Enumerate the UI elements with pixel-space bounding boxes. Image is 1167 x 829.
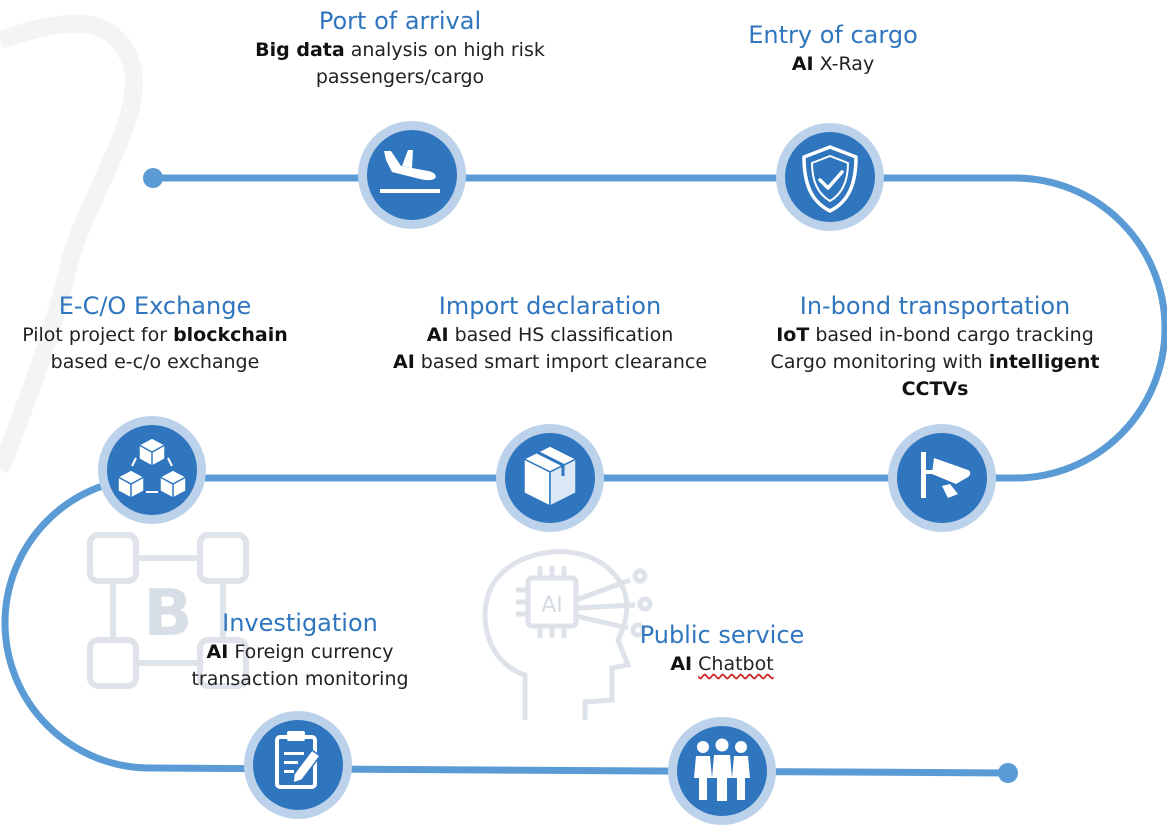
node-entry-of-cargo — [776, 123, 884, 231]
spellcheck-underlined-word: Chatbot — [698, 653, 774, 675]
step-detail-line: transaction monitoring — [191, 668, 409, 690]
step-ecoo-exchange: E-C/O Exchange Pilot project for blockch… — [0, 291, 310, 376]
path-end-dot — [998, 763, 1018, 783]
process-path — [1, 174, 1167, 777]
ai-head-watermark-icon: AI — [482, 549, 653, 720]
step-detail-line: Cargo monitoring with intelligent — [770, 351, 1100, 373]
step-title: Port of arrival — [318, 7, 482, 35]
step-title: Public service — [639, 621, 805, 649]
step-detail-line: passengers/cargo — [315, 66, 485, 88]
cctv-camera-icon — [921, 452, 971, 498]
step-public-service: Public service AI Chatbot — [617, 620, 827, 678]
step-title: E-C/O Exchange — [58, 292, 252, 320]
node-port-of-arrival — [358, 121, 466, 229]
path-start-dot — [143, 168, 163, 188]
step-title: Entry of cargo — [748, 21, 918, 49]
step-detail-line: Pilot project for blockchain — [22, 324, 288, 346]
node-investigation — [244, 711, 352, 819]
step-title: Import declaration — [438, 292, 662, 320]
background-swoosh — [0, 14, 143, 474]
step-detail-line: AI X-Ray — [791, 53, 875, 75]
step-detail-line: AI Chatbot — [670, 653, 774, 675]
step-detail-line: AI based smart import clearance — [392, 351, 708, 373]
node-public-service — [668, 717, 776, 825]
svg-text:B: B — [144, 577, 193, 651]
step-title: Investigation — [222, 609, 378, 637]
step-in-bond-transportation: In-bond transportation IoT based in-bond… — [744, 291, 1126, 403]
clipboard-edit-icon — [275, 731, 322, 789]
step-detail-line: Big data analysis on high risk — [255, 39, 545, 61]
step-detail-line: based e-c/o exchange — [50, 351, 260, 373]
step-investigation: Investigation AI Foreign currency transa… — [170, 608, 430, 693]
step-import-declaration: Import declaration AI based HS classific… — [360, 291, 740, 376]
blockchain-cubes-icon — [117, 437, 187, 499]
people-group-icon — [694, 738, 750, 801]
svg-text:AI: AI — [541, 593, 563, 618]
step-detail-line: CCTVs — [901, 378, 969, 400]
step-detail-line: AI based HS classification — [426, 324, 674, 346]
node-in-bond-transportation — [888, 424, 996, 532]
node-import-declaration — [496, 424, 604, 532]
step-detail-line: AI Foreign currency — [206, 641, 394, 663]
node-ecoo-exchange — [98, 416, 206, 524]
step-detail-line: IoT based in-bond cargo tracking — [776, 324, 1094, 346]
step-entry-of-cargo: Entry of cargo AI X-Ray — [713, 20, 953, 78]
package-box-icon — [522, 445, 578, 508]
step-title: In-bond transportation — [799, 292, 1071, 320]
step-port-of-arrival: Port of arrival Big data analysis on hig… — [230, 6, 570, 91]
blockchain-watermark-icon: B — [87, 532, 249, 689]
shield-check-icon — [802, 145, 858, 213]
airplane-landing-icon — [380, 150, 440, 193]
